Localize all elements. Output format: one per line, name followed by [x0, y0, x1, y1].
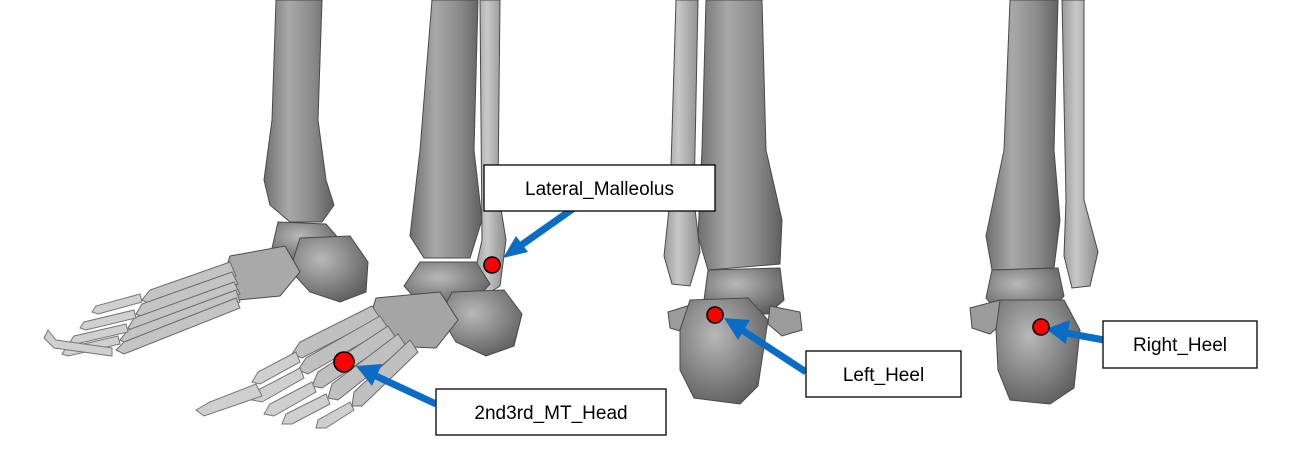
tibia-bone — [263, 0, 335, 223]
marker-left-heel — [706, 306, 724, 324]
phalanx-bones — [43, 293, 143, 357]
annotation-arrows — [356, 205, 1105, 408]
calcaneus-bone — [995, 299, 1081, 405]
oblique-foot-bones — [43, 0, 369, 357]
label-text: 2nd3rd_MT_Head — [474, 403, 627, 424]
posterior-left-ankle-bones — [663, 0, 803, 405]
tibia-bone — [697, 0, 783, 271]
label-mt-head: 2nd3rd_MT_Head — [435, 388, 667, 436]
label-box — [805, 350, 962, 398]
arrow-right-heel — [1065, 329, 1105, 344]
lateral-foot-bones — [195, 0, 523, 429]
fibula-bone — [1061, 0, 1099, 289]
label-box — [483, 164, 716, 212]
tibia-bone — [985, 0, 1061, 271]
label-left-heel: Left_Heel — [805, 350, 962, 398]
label-text: Lateral_Malleolus — [525, 179, 674, 200]
calcaneus-bone — [679, 297, 769, 405]
marker-mt-head — [333, 351, 355, 373]
metatarsal-bones — [115, 261, 241, 355]
label-right-heel: Right_Heel — [1102, 320, 1258, 369]
arrow-mt-head — [374, 372, 438, 408]
arrow-lateral-malleolus — [517, 205, 577, 249]
posterior-right-ankle-bones — [969, 0, 1099, 405]
arrowhead-mt-head — [356, 364, 382, 386]
fibula-bone — [473, 0, 507, 297]
marker-lateral-malleolus — [483, 256, 501, 274]
label-box — [1102, 320, 1258, 369]
lateral-process — [767, 305, 803, 337]
marker-right-heel — [1032, 318, 1050, 336]
label-lateral-malleolus: Lateral_Malleolus — [483, 164, 716, 212]
label-text: Right_Heel — [1133, 335, 1227, 356]
tibia-bone — [409, 0, 483, 259]
arrowhead-left-heel — [724, 318, 750, 340]
label-box — [435, 388, 667, 436]
arrowhead-right-heel — [1046, 320, 1070, 344]
phalanx-bones — [195, 351, 355, 429]
label-text: Left_Heel — [843, 365, 924, 386]
calcaneus-bone — [289, 235, 369, 303]
landmark-markers — [333, 256, 1050, 373]
arrow-left-heel — [740, 327, 808, 375]
fibula-bone — [663, 0, 701, 287]
arrowhead-lateral-malleolus — [503, 236, 528, 258]
